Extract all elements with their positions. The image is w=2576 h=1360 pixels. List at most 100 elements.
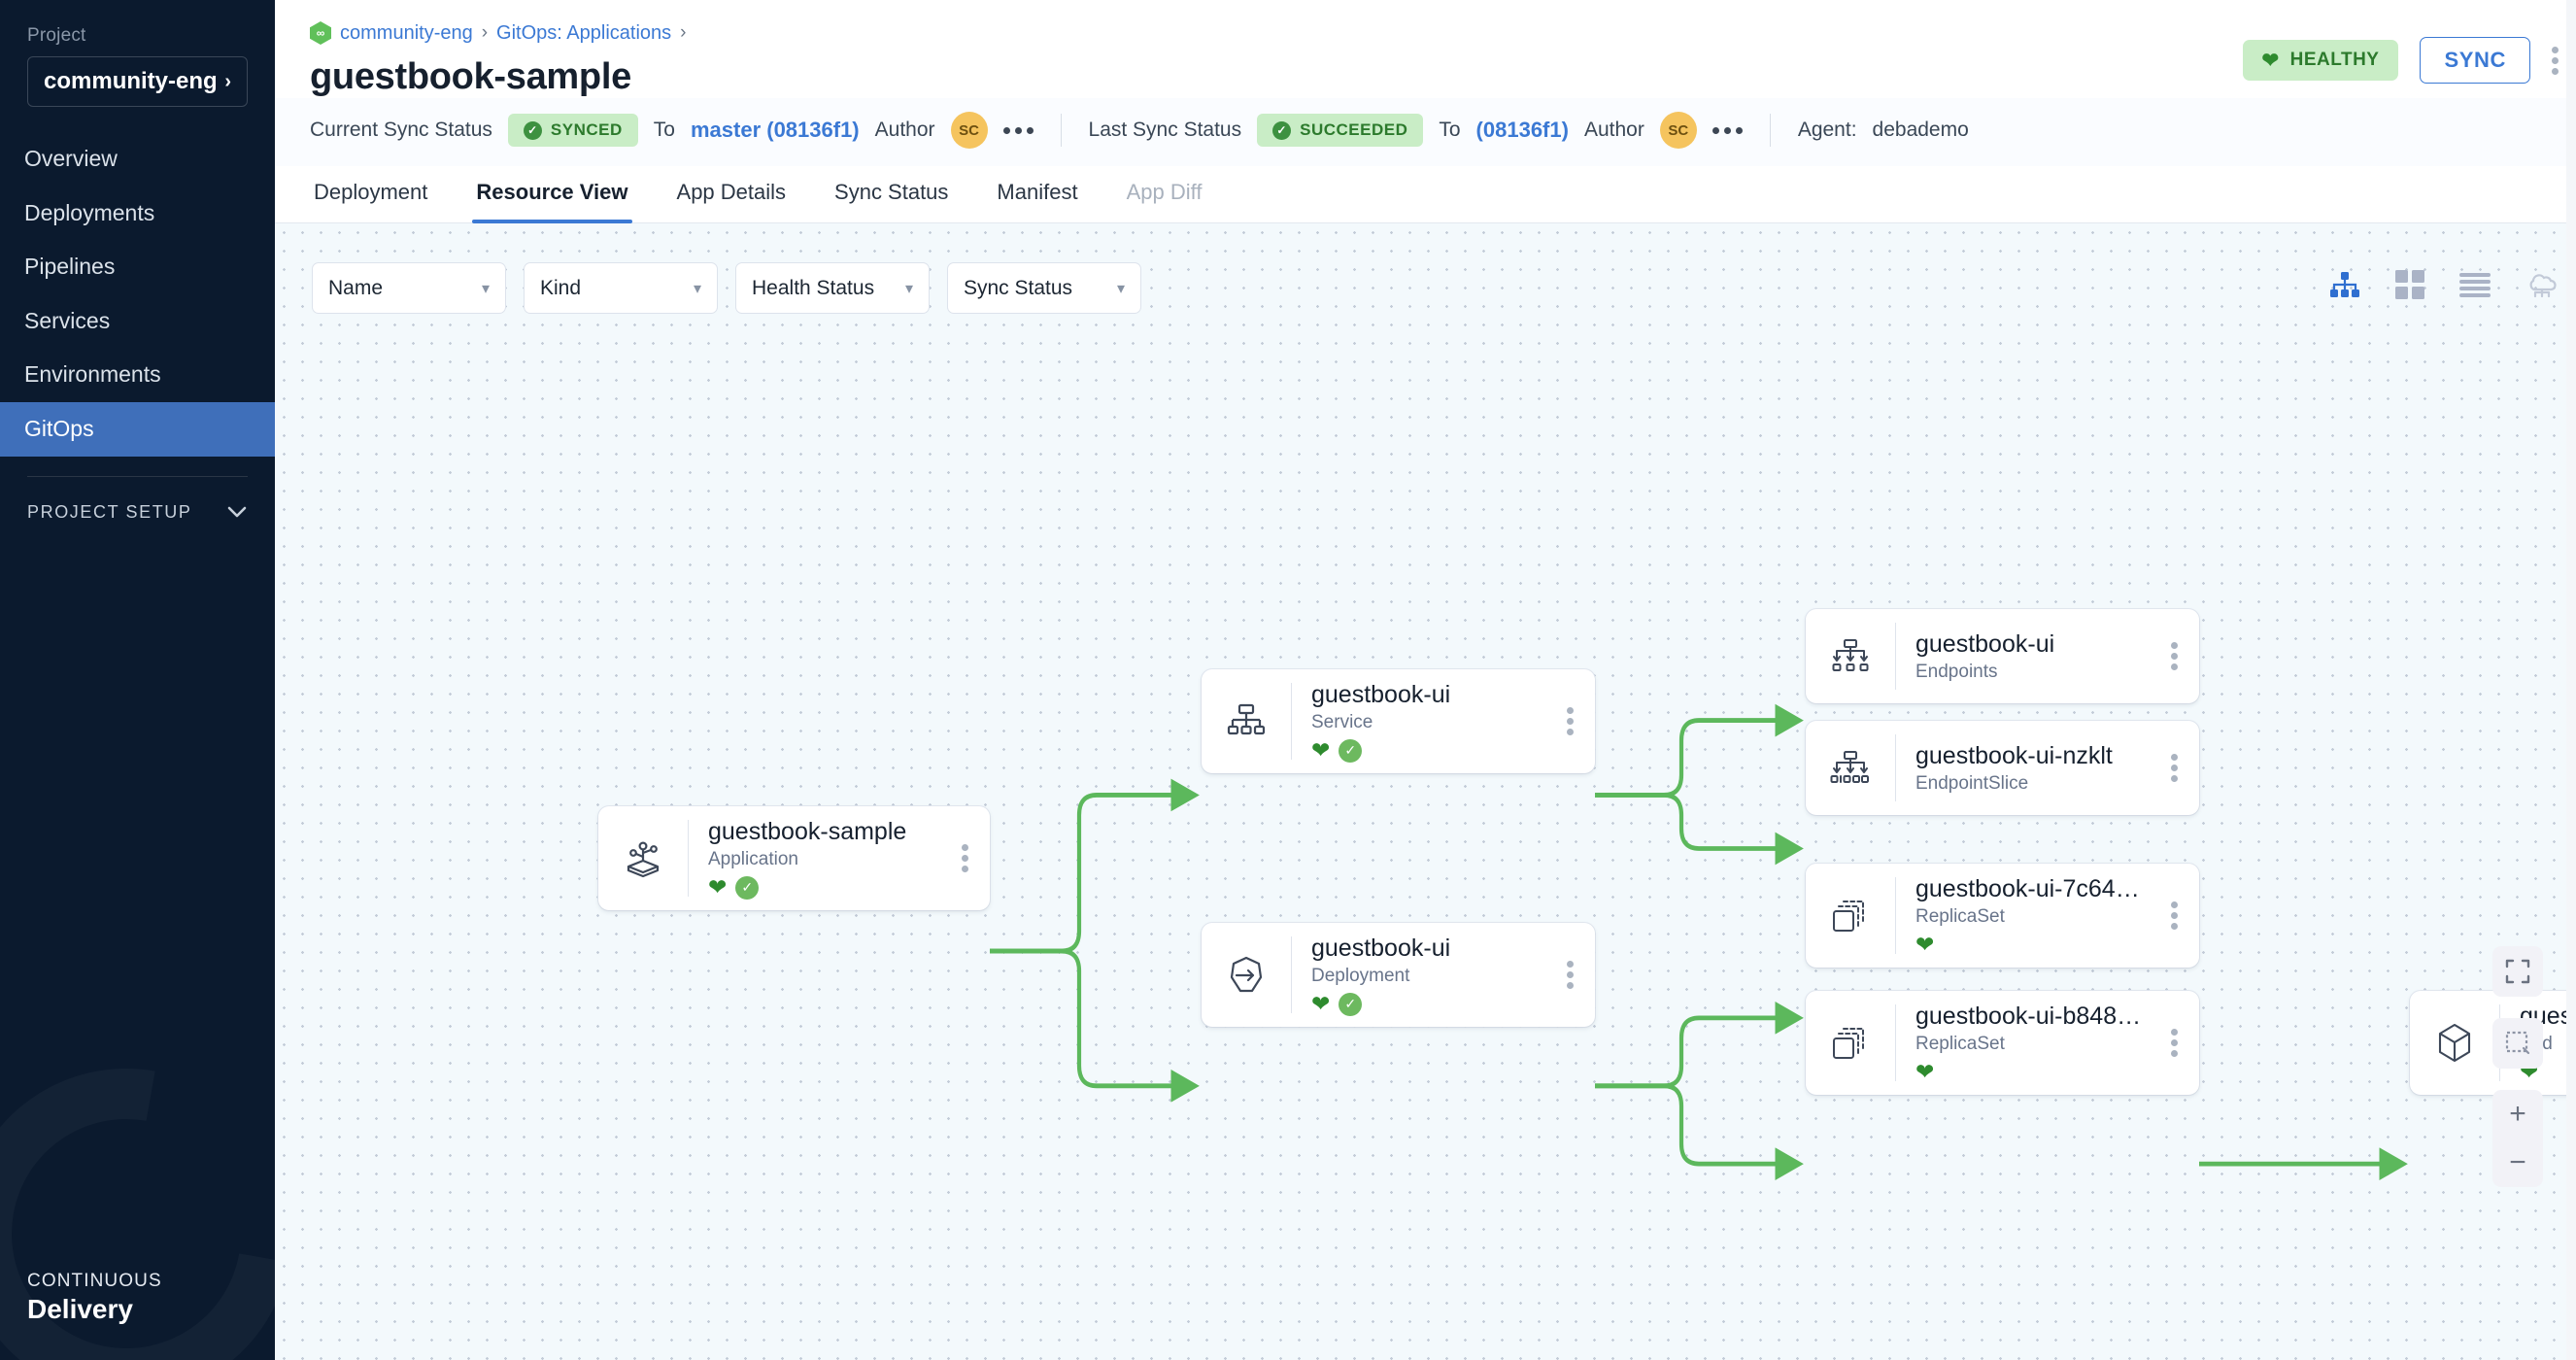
project-avatar-icon: ∞ <box>310 21 331 45</box>
brand-line-2: Delivery <box>27 1294 133 1324</box>
node-status-icons: ❤ <box>1915 934 2150 956</box>
sync-check-icon: ✓ <box>1339 992 1363 1016</box>
check-circle-icon-2: ✓ <box>1272 120 1292 140</box>
sidebar-item-overview[interactable]: Overview <box>24 146 118 171</box>
node-overflow-menu-icon[interactable] <box>2150 1029 2199 1057</box>
current-sync-overflow-icon[interactable] <box>1002 126 1034 134</box>
main-content: ∞ community-eng › GitOps: Applications ›… <box>275 0 2576 1360</box>
node-overflow-menu-icon[interactable] <box>1545 961 1595 989</box>
current-revision-link[interactable]: master (08136f1) <box>690 118 860 142</box>
node-status-icons: ❤ ✓ <box>708 875 940 900</box>
graph-node-replicaset-1[interactable]: guestbook-ui-7c64987dc9 ReplicaSet ❤ <box>1806 864 2199 968</box>
sidebar-item-pipelines[interactable]: Pipelines <box>24 254 116 280</box>
pod-icon <box>2410 1022 2499 1065</box>
status-divider <box>1060 114 1062 147</box>
tree-view-icon[interactable] <box>2329 271 2360 298</box>
chevron-down-icon <box>227 506 247 518</box>
breadcrumb-project[interactable]: community-eng <box>340 21 473 44</box>
node-overflow-menu-icon[interactable] <box>940 844 990 872</box>
health-heart-icon: ❤ <box>1915 932 1935 957</box>
project-selector[interactable]: community-eng › <box>27 56 248 107</box>
filter-bar: Name ▾ Kind ▾ Health Status ▾ Sync Statu… <box>312 262 1141 314</box>
resource-graph-canvas[interactable]: Name ▾ Kind ▾ Health Status ▾ Sync Statu… <box>275 223 2576 1360</box>
graph-node-application[interactable]: guestbook-sample Application ❤ ✓ <box>598 806 990 910</box>
node-overflow-menu-icon[interactable] <box>2150 642 2199 670</box>
brand-line-1: CONTINUOUS <box>27 1271 162 1291</box>
node-status-icons: ❤ <box>1915 1061 2150 1083</box>
select-box-icon[interactable] <box>2492 1018 2543 1069</box>
current-author-label: Author <box>874 119 935 141</box>
page-title: guestbook-sample <box>310 56 631 97</box>
application-icon <box>598 836 688 881</box>
list-view-icon[interactable] <box>2459 272 2491 297</box>
endpoints-icon <box>1806 638 1895 675</box>
chevron-down-icon: ▾ <box>904 280 913 297</box>
node-title: guestbook-ui-7c64987dc9 <box>1915 875 2150 902</box>
current-sync-status-label: Current Sync Status <box>310 119 492 141</box>
tab-manifest[interactable]: Manifest <box>997 180 1078 204</box>
project-setup-label: PROJECT SETUP <box>27 501 192 522</box>
last-author-avatar[interactable]: SC <box>1659 112 1697 149</box>
chevron-right-icon: › <box>224 70 231 92</box>
zoom-in-icon[interactable]: + <box>2509 1098 2526 1130</box>
node-overflow-menu-icon[interactable] <box>2150 754 2199 782</box>
node-kind: ReplicaSet <box>1915 1034 2005 1054</box>
last-sync-overflow-icon[interactable] <box>1712 126 1743 134</box>
filter-sync-label: Sync Status <box>964 276 1073 299</box>
zoom-out-icon[interactable]: − <box>2509 1146 2526 1178</box>
check-circle-icon: ✓ <box>523 120 542 140</box>
sidebar-item-services[interactable]: Services <box>24 307 111 333</box>
tab-resource-view[interactable]: Resource View <box>472 166 632 223</box>
graph-node-replicaset-2[interactable]: guestbook-ui-b848d5d9d ReplicaSet ❤ <box>1806 991 2199 1095</box>
sidebar-item-deployments[interactable]: Deployments <box>24 199 155 225</box>
heart-icon: ❤ <box>2261 49 2280 72</box>
filter-name-label: Name <box>328 276 384 299</box>
health-status-label: HEALTHY <box>2289 50 2380 70</box>
node-divider <box>1895 623 1896 690</box>
last-revision-link[interactable]: (08136f1) <box>1475 118 1569 142</box>
last-author-label: Author <box>1583 119 1644 141</box>
fit-screen-icon[interactable] <box>2492 946 2543 997</box>
tab-sync-status[interactable]: Sync Status <box>834 180 949 204</box>
breadcrumb-section[interactable]: GitOps: Applications <box>496 21 672 44</box>
page-header: ∞ community-eng › GitOps: Applications ›… <box>275 0 2576 98</box>
health-heart-icon: ❤ <box>1311 991 1331 1016</box>
view-toggle-group <box>2329 270 2559 299</box>
node-divider <box>1291 936 1292 1013</box>
tab-deployment[interactable]: Deployment <box>314 180 428 204</box>
network-view-icon[interactable] <box>2525 270 2559 299</box>
last-sync-status-chip: ✓ SUCCEEDED <box>1257 114 1424 147</box>
sidebar-item-environments[interactable]: Environments <box>24 361 161 388</box>
filter-health-status[interactable]: Health Status ▾ <box>735 262 930 314</box>
tab-app-details[interactable]: App Details <box>676 180 787 204</box>
node-kind: ReplicaSet <box>1915 906 2005 927</box>
graph-node-service[interactable]: guestbook-ui Service ❤ ✓ <box>1202 669 1595 773</box>
graph-node-deployment[interactable]: guestbook-ui Deployment ❤ ✓ <box>1202 923 1595 1027</box>
node-overflow-menu-icon[interactable] <box>1545 707 1595 735</box>
filter-health-label: Health Status <box>752 276 875 299</box>
filter-kind[interactable]: Kind ▾ <box>524 262 718 314</box>
grid-view-icon[interactable] <box>2395 270 2424 299</box>
zoom-controls: + − <box>2492 946 2543 1187</box>
node-divider <box>1895 734 1896 801</box>
zoom-stepper: + − <box>2492 1090 2543 1187</box>
current-author-avatar[interactable]: SC <box>950 112 988 149</box>
graph-node-endpointslice[interactable]: guestbook-ui-nzklt EndpointSlice <box>1806 721 2199 815</box>
page-scrollbar[interactable] <box>2566 0 2576 1360</box>
chevron-down-icon: ▾ <box>481 280 490 297</box>
sync-button[interactable]: SYNC <box>2420 37 2530 84</box>
sidebar-item-gitops[interactable]: GitOps <box>0 401 275 457</box>
sidebar-nav: Overview Deployments Pipelines Services … <box>0 132 275 457</box>
filter-name[interactable]: Name ▾ <box>312 262 506 314</box>
header-overflow-menu-icon[interactable] <box>2552 46 2559 75</box>
sync-check-icon: ✓ <box>735 875 760 900</box>
filter-sync-status[interactable]: Sync Status ▾ <box>947 262 1141 314</box>
node-divider <box>688 820 689 897</box>
node-divider <box>1895 1004 1896 1081</box>
project-selector-name: community-eng <box>44 68 218 94</box>
breadcrumb-separator-2: › <box>680 22 687 43</box>
graph-node-endpoints[interactable]: guestbook-ui Endpoints <box>1806 609 2199 703</box>
project-setup-toggle[interactable]: PROJECT SETUP <box>27 477 248 523</box>
node-overflow-menu-icon[interactable] <box>2150 901 2199 930</box>
